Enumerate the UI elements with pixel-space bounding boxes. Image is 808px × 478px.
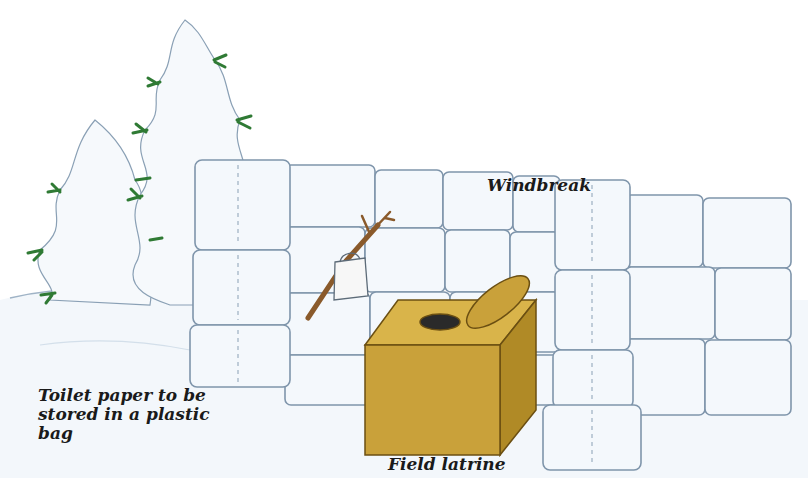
stick-with-paper-bag <box>308 212 394 318</box>
field-latrine-box <box>365 267 537 455</box>
label-text: Toilet paper to be stored in a plastic b… <box>38 386 238 443</box>
label-text: Windbreak <box>487 176 627 195</box>
label-text: Field latrine <box>388 455 538 474</box>
snow-block-windbreak <box>190 160 791 470</box>
